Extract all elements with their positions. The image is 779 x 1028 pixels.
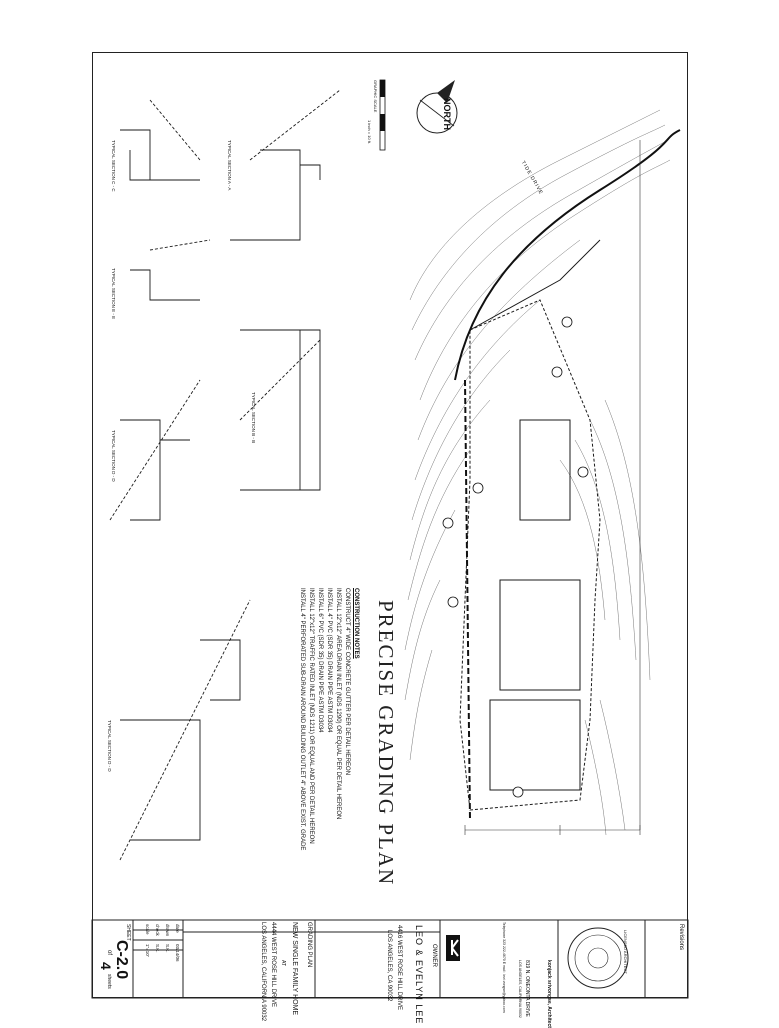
- section-title: TYPICAL SECTION E - E: [111, 268, 116, 320]
- project-name: NEW SINGLE FAMILY HOME: [291, 922, 298, 1016]
- section-title: TYPICAL SECTION D - D: [107, 720, 112, 772]
- sheet-title: PRECISE GRADING PLAN: [374, 600, 398, 887]
- scale-value: 1"=10': [145, 944, 150, 957]
- property-line: [454, 129, 681, 821]
- date-label: date: [175, 924, 180, 933]
- section-title: TYPICAL SECTION C - C: [111, 140, 116, 192]
- construction-note: INSTALL 12"x12" AREA DRAIN INLET (NDS 12…: [335, 588, 341, 820]
- project-city: LOS ANGELES, CALIFORNIA 90032: [260, 922, 266, 1022]
- section-details: [109, 89, 341, 861]
- construction-note: INSTALL 6" PVC (SDR 35) DRAIN PIPE ASTM …: [317, 588, 323, 733]
- callout-markers: [442, 316, 589, 798]
- architect-city: LOS ANGELES, CALIFORNIA 90032: [518, 960, 522, 1018]
- stamp-label: LICENSED ARCHITECT: [623, 930, 628, 974]
- architect-address: 819 N. ONEONTA DRIVE: [524, 960, 530, 1017]
- date-value: 03/14/06: [175, 944, 180, 962]
- architect-logo: [446, 935, 460, 961]
- revisions-label: Revisions: [678, 924, 684, 951]
- section-title: TYPICAL SECTION D - D: [111, 430, 116, 482]
- architect-name: konjack srivongse, Architect: [546, 960, 552, 1028]
- of-label: of: [106, 950, 112, 956]
- project-address: 4444 WEST ROSE HILL DRIVE: [270, 922, 276, 1008]
- construction-notes: CONSTRUCTION NOTES CONSTRUCT 4" WIDE CON…: [297, 588, 360, 850]
- contour-lines: [404, 109, 671, 836]
- owner-name: LEO & EVELYN LEE: [414, 925, 424, 1025]
- at-label: AT: [280, 960, 286, 967]
- owner-label: OWNER: [431, 944, 437, 967]
- construction-notes-heading: CONSTRUCTION NOTES: [353, 588, 359, 659]
- graphic-scale-bar: [379, 79, 386, 151]
- architect-stamp: [567, 927, 629, 989]
- construction-note: INSTALL 4" PVC (SDR 35) DRAIN PIPE ASTM …: [326, 588, 332, 733]
- total-sheets: 4: [98, 962, 114, 970]
- scale-note: 1 inch = 10 ft.: [367, 120, 372, 145]
- sheets-label: sheets: [106, 974, 112, 989]
- drawn-value: S.K.: [165, 944, 170, 953]
- architect-contact: Telephone 323 222-4670 E mail : ksri.von…: [502, 922, 506, 1013]
- owner-address: 4416 WEST ROSE HILL DRIVE: [396, 925, 402, 1011]
- sheet-number: C-2.0: [113, 940, 130, 980]
- section-title: TYPICAL SECTION B - B: [251, 392, 256, 444]
- check-label: check: [155, 924, 160, 936]
- graphic-scale-label: GRAPHIC SCALE: [373, 80, 378, 113]
- plan-title: GRADING PLAN: [306, 922, 312, 968]
- building-footprint: [459, 239, 601, 811]
- north-arrow: [416, 80, 458, 134]
- drawn-label: drawn: [165, 924, 170, 937]
- construction-note: CONSTRUCT 4" WIDE CONCRETE GUTTER PER DE…: [344, 588, 350, 776]
- construction-note: INSTALL 4" PERFORATED SUB-DRAIN AROUND B…: [299, 588, 305, 851]
- scale-label: scale: [145, 924, 150, 935]
- check-value: S.K.: [155, 944, 160, 953]
- section-title: TYPICAL SECTION A - A: [227, 140, 232, 191]
- owner-city: LOS ANGELES, CA 90032: [386, 930, 392, 1002]
- dimension-lines: [464, 140, 641, 835]
- title-block-frame: [91, 919, 689, 999]
- construction-note: INSTALL 12"x12" TRAFFIC RATED INLET (NDS…: [308, 588, 314, 844]
- sheet-label: SHEET: [125, 924, 131, 941]
- north-label: NORTH: [442, 98, 452, 130]
